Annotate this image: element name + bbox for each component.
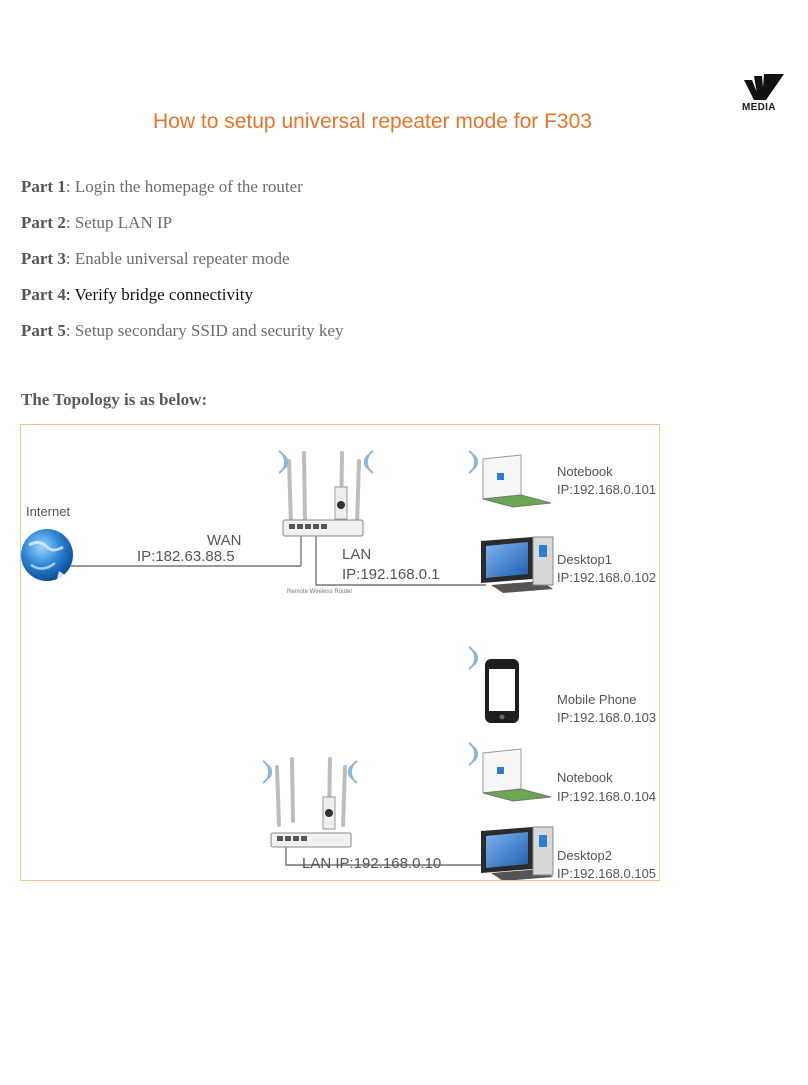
device-ip: IP:192.168.0.102 — [557, 570, 657, 585]
part-item: Part 3: Enable universal repeater mode — [21, 245, 343, 281]
lan-ip: IP:192.168.0.1 — [342, 566, 440, 583]
part-label: Part 3 — [21, 249, 66, 268]
notebook-icon — [468, 742, 552, 802]
remote-router-icon — [278, 450, 374, 537]
wan-ip: IP:182.63.88.5 — [137, 548, 235, 565]
wan-label: WAN — [207, 532, 242, 549]
connection-lines — [71, 535, 486, 866]
device-name: Notebook — [557, 464, 613, 479]
remote-router-label: Remote Wireless Router — [287, 589, 353, 595]
lan-label: LAN — [342, 546, 372, 563]
part-text: : Setup secondary SSID and security key — [65, 321, 344, 340]
part-item: Part 1: Login the homepage of the router — [21, 173, 343, 209]
device-name: Mobile Phone — [557, 692, 637, 707]
part-item: Part 4: Verify bridge connectivity — [21, 281, 343, 317]
mobile-phone-icon — [468, 646, 519, 723]
device-ip: IP:192.168.0.103 — [557, 710, 657, 725]
device-ip: IP:192.168.0.104 — [557, 789, 657, 804]
part-text: : Verify bridge connectivity — [65, 285, 253, 304]
logo-text: MEDIA — [742, 102, 776, 113]
part-text: : Setup LAN IP — [65, 213, 173, 232]
desktop-icon — [481, 826, 554, 880]
topology-diagram: Internet WAN IP:182.63.88.5 LAN IP:192.1… — [20, 424, 660, 881]
part-text: : Login the homepage of the router — [65, 177, 303, 196]
device-name: Notebook — [557, 770, 613, 785]
notebook-icon — [468, 450, 552, 508]
desktop-icon — [481, 536, 554, 593]
internet-globe-icon — [21, 529, 73, 581]
repeater-lan-ip: LAN IP:192.168.0.10 — [302, 855, 442, 872]
repeater-router-icon — [262, 757, 358, 848]
vm-media-logo-icon — [740, 74, 790, 116]
internet-label: Internet — [26, 504, 71, 519]
device-name: Desktop2 — [557, 848, 612, 863]
topology-heading: The Topology is as below: — [21, 390, 208, 409]
device-ip: IP:192.168.0.101 — [557, 482, 657, 497]
part-label: Part 5 — [21, 321, 66, 340]
device-ip: IP:192.168.0.105 — [557, 866, 657, 881]
part-label: Part 1 — [21, 177, 66, 196]
part-item: Part 5: Setup secondary SSID and securit… — [21, 317, 343, 353]
parts-list: Part 1: Login the homepage of the router… — [21, 173, 343, 353]
part-text: : Enable universal repeater mode — [65, 249, 290, 268]
part-label: Part 4 — [21, 285, 66, 304]
part-label: Part 2 — [21, 213, 66, 232]
page-title: How to setup universal repeater mode for… — [153, 110, 592, 133]
device-name: Desktop1 — [557, 552, 612, 567]
part-item: Part 2: Setup LAN IP — [21, 209, 343, 245]
